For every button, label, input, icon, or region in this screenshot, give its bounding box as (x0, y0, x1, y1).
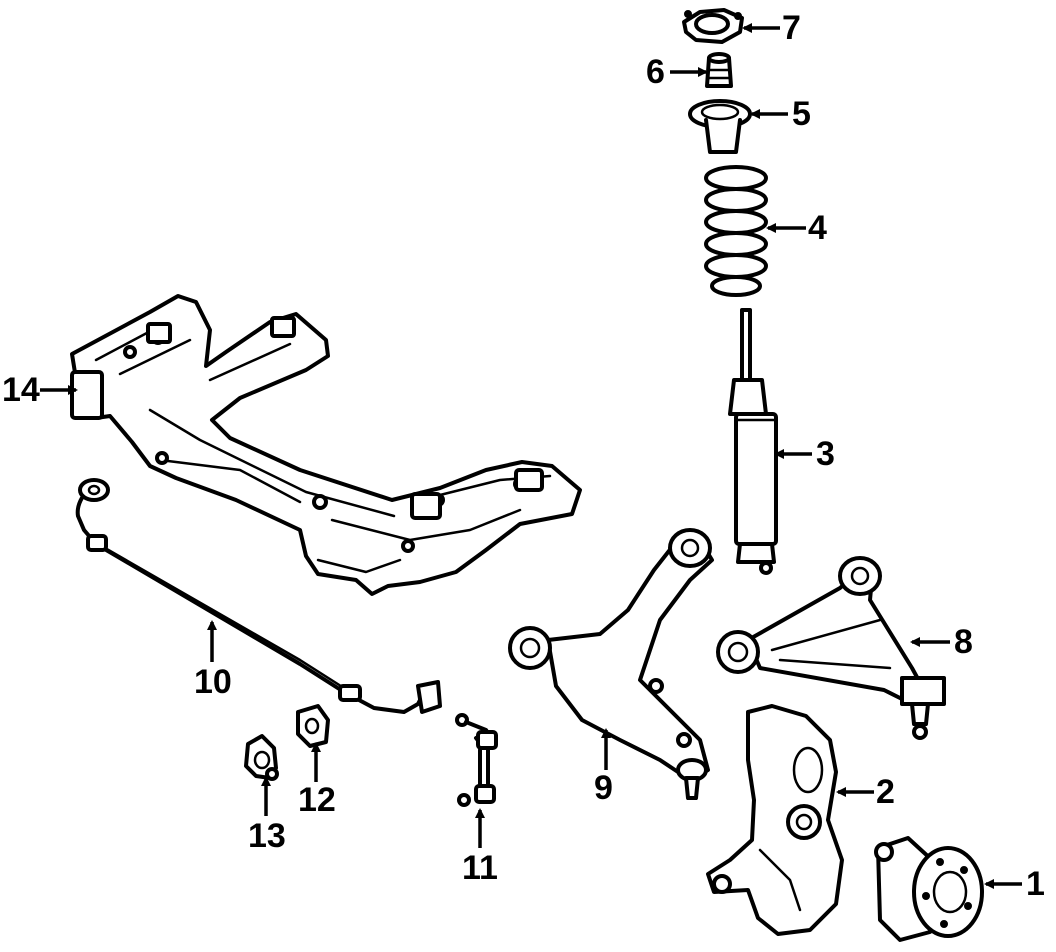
callout-3: 3 (816, 435, 835, 473)
part-13-bushing-bracket (244, 734, 279, 781)
callout-9: 9 (594, 769, 613, 807)
callout-1: 1 (1026, 865, 1045, 903)
part-5-spring-seat (688, 99, 752, 154)
callout-8: 8 (954, 623, 973, 661)
callout-6: 6 (646, 53, 665, 91)
part-10-stabilizer-bar (75, 478, 442, 714)
callout-labels: 1 2 3 4 5 6 7 8 9 10 11 12 13 14 (2, 9, 1045, 903)
callout-7: 7 (782, 9, 801, 47)
part-14-subframe (70, 294, 582, 596)
part-3-shock-absorber (728, 308, 778, 575)
part-11-stabilizer-link (455, 713, 498, 807)
callout-arrows (40, 23, 1022, 889)
part-7-strut-mount (682, 8, 744, 44)
callout-5: 5 (792, 95, 811, 133)
callout-4: 4 (808, 209, 827, 247)
callout-11: 11 (462, 849, 498, 887)
callout-13: 13 (248, 817, 286, 855)
part-9-lower-control-arm (508, 528, 714, 800)
callout-14: 14 (2, 371, 40, 409)
callout-10: 10 (194, 663, 232, 701)
part-2-steering-knuckle (706, 704, 844, 936)
callout-12: 12 (298, 781, 336, 819)
part-6-bump-stop (705, 52, 733, 88)
callout-2: 2 (876, 773, 895, 811)
part-8-upper-control-arm (716, 556, 946, 740)
part-4-coil-spring (704, 165, 768, 297)
part-1-wheel-hub (874, 836, 984, 942)
part-12-stabilizer-bushing (296, 704, 330, 748)
